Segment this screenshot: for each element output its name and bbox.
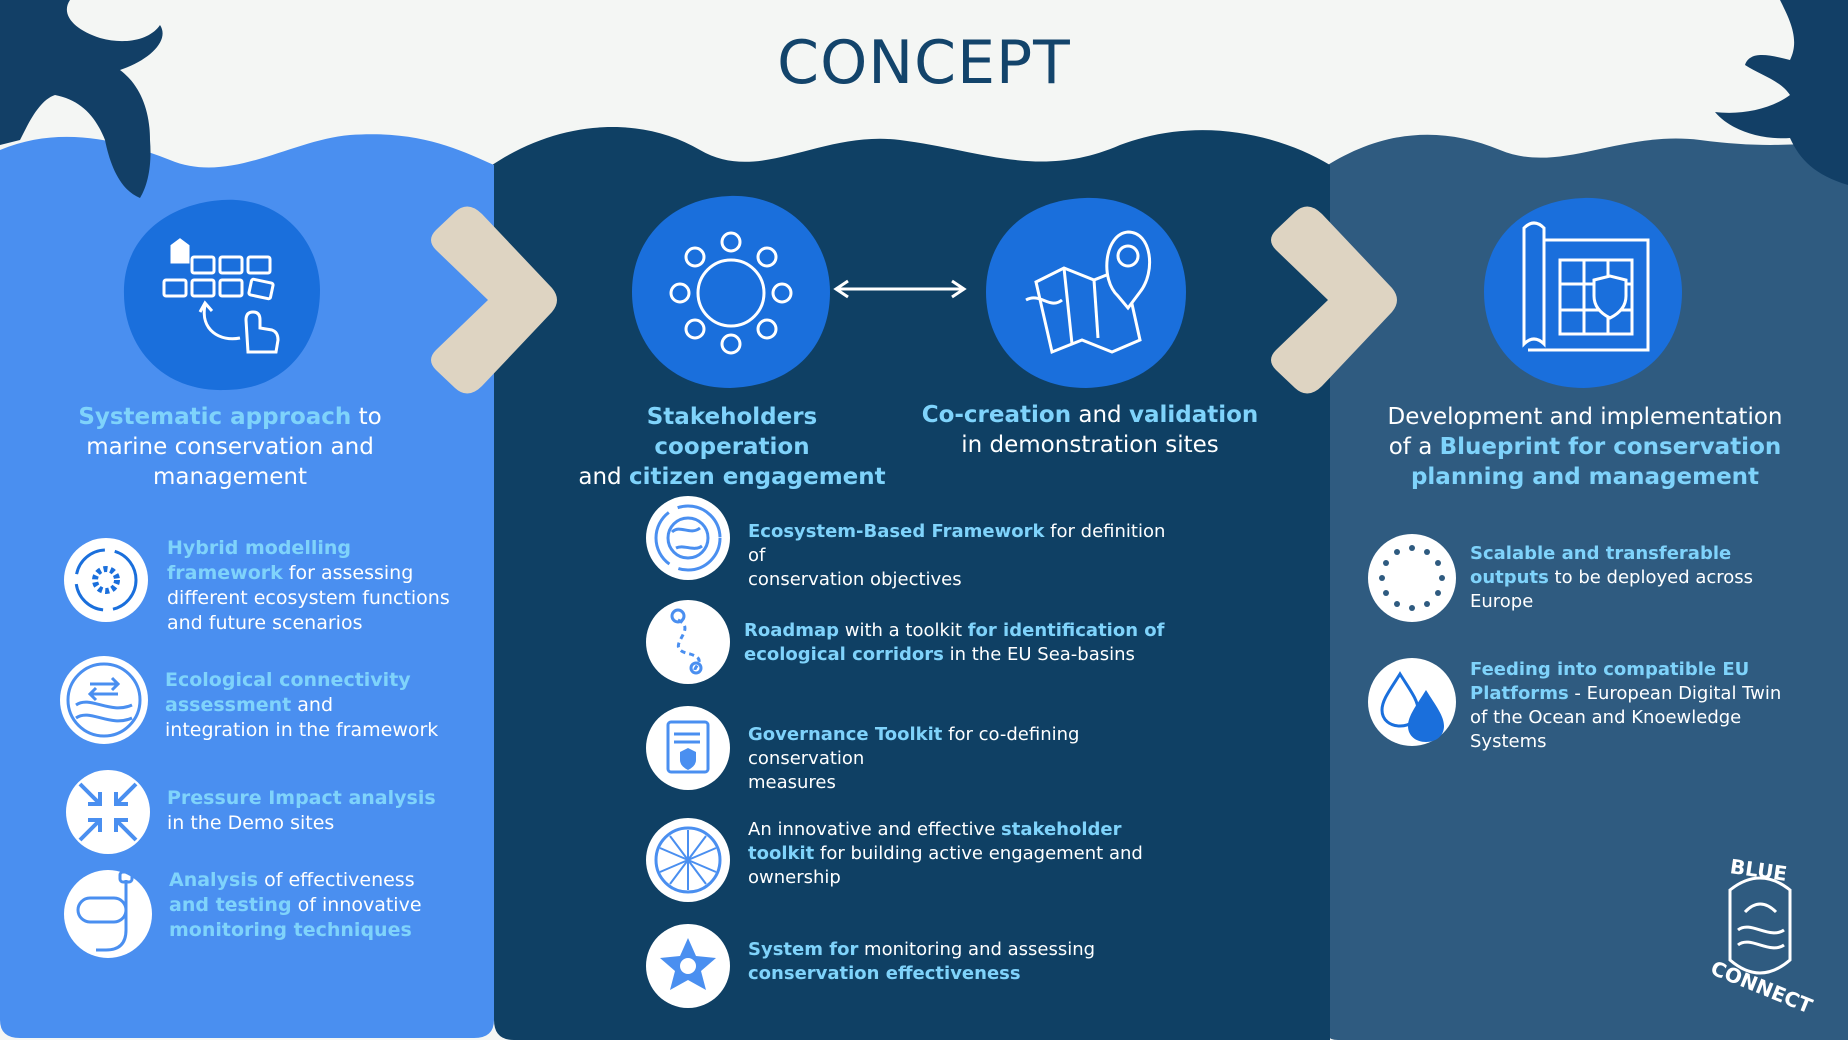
heading-highlight: planning and management: [1410, 464, 1760, 490]
eu-stars-icon: [1368, 534, 1456, 622]
item-text: of effectiveness: [258, 869, 415, 891]
heading-text: and: [578, 464, 629, 490]
heading-highlight: Co-creation: [921, 402, 1072, 428]
heading-highlight: validation: [1128, 402, 1259, 428]
item-text: An innovative and effective: [748, 819, 1002, 840]
item-highlight: stakeholder: [1001, 819, 1122, 840]
item-text: in the EU Sea-basins: [943, 644, 1135, 665]
item-text: in the Demo sites: [167, 812, 335, 834]
item-text: measures: [748, 772, 836, 793]
right-item-scalable-outputs: Scalable and transferable outputs to be …: [1470, 542, 1800, 614]
item-highlight: outputs: [1470, 567, 1549, 588]
left-item-analysis-effectiveness: Analysis of effectiveness and testing of…: [169, 868, 469, 943]
right-panel: [1320, 134, 1848, 1040]
item-highlight: Ecosystem-Based Framework: [748, 521, 1045, 542]
middle-item-roadmap: Roadmap with a toolkit for identificatio…: [744, 619, 1184, 667]
heading-highlight: Systematic approach: [78, 404, 352, 430]
chevron-arrow-1-icon: [431, 206, 557, 394]
item-highlight: Roadmap: [744, 620, 840, 641]
item-text: for co-defining conservation: [748, 724, 1080, 769]
blue-connect-logo: [1728, 876, 1792, 975]
item-text: Europe: [1470, 591, 1534, 612]
item-text: and future scenarios: [167, 612, 363, 634]
item-highlight: Scalable and transferable: [1470, 543, 1732, 564]
network-sphere-icon: [646, 818, 730, 902]
middle-item-governance-toolkit: Governance Toolkit for co-defining conse…: [748, 723, 1188, 795]
coral-right-icon: [1715, 0, 1848, 185]
page-title: CONCEPT: [777, 28, 1071, 98]
item-highlight: for identification of: [967, 620, 1165, 641]
connectivity-exchange-icon: [60, 656, 148, 744]
heading-text: of a: [1388, 434, 1440, 460]
heading-highlight: Stakeholders cooperation: [646, 404, 818, 460]
double-arrow-icon: [833, 279, 967, 299]
heading-text: to: [351, 404, 382, 430]
item-highlight: Feeding into compatible EU: [1470, 659, 1750, 680]
item-text: Systems: [1470, 731, 1547, 752]
stakeholders-cooperation-icon: [632, 195, 830, 388]
item-highlight: Hybrid modelling: [167, 537, 351, 559]
star-fish-icon: [646, 924, 730, 1008]
route-pin-icon: [646, 600, 730, 684]
heading-text: and: [1071, 402, 1129, 428]
item-text: for assessing: [282, 562, 414, 584]
item-highlight: Platforms: [1470, 683, 1569, 704]
item-text: ownership: [748, 867, 841, 888]
pressure-impact-icon: [66, 770, 150, 854]
middle-heading-co-creation: Co-creation and validation in demonstrat…: [920, 400, 1260, 460]
snorkel-mask-icon: [64, 870, 152, 958]
item-text: integration in the framework: [165, 719, 439, 741]
item-text: with a toolkit: [839, 620, 968, 641]
hybrid-model-gear-icon: [64, 538, 148, 622]
item-highlight: Pressure Impact analysis: [167, 787, 436, 809]
left-column-heading: Systematic approach to marine conservati…: [60, 402, 400, 492]
left-item-ecological-connectivity: Ecological connectivity assessment and i…: [165, 668, 465, 743]
item-highlight: System for: [748, 939, 859, 960]
co-creation-map-icon: [986, 197, 1186, 388]
item-text: different ecosystem functions: [167, 587, 450, 609]
middle-heading-stakeholders: Stakeholders cooperation and citizen eng…: [572, 402, 892, 492]
item-highlight: Governance Toolkit: [748, 724, 943, 745]
heading-text: marine conservation and: [86, 434, 374, 460]
right-column-heading: Development and implementation of a Blue…: [1380, 402, 1790, 492]
item-text: of innovative: [291, 894, 422, 916]
item-text: and: [291, 694, 334, 716]
left-item-pressure-impact: Pressure Impact analysis in the Demo sit…: [167, 786, 467, 836]
heading-text: management: [152, 464, 308, 490]
item-highlight: ecological corridors: [744, 644, 944, 665]
item-text: for definition of: [748, 521, 1166, 566]
systematic-approach-icon: [123, 199, 321, 391]
item-text: - European Digital Twin: [1568, 683, 1782, 704]
left-item-hybrid-modelling: Hybrid modelling framework for assessing…: [167, 536, 467, 636]
heading-highlight: Blueprint for conservation: [1439, 434, 1782, 460]
globe-icon: [646, 496, 730, 580]
item-highlight: Ecological connectivity: [165, 669, 411, 691]
item-text: conservation objectives: [748, 569, 962, 590]
item-highlight: toolkit: [748, 843, 815, 864]
item-highlight: and testing: [169, 894, 292, 916]
middle-item-monitoring-system: System for monitoring and assessing cons…: [748, 938, 1168, 986]
chevron-arrow-2-icon: [1271, 206, 1397, 394]
item-highlight: conservation effectiveness: [748, 963, 1021, 984]
item-text: of the Ocean and Knoewledge: [1470, 707, 1742, 728]
item-highlight: assessment: [165, 694, 292, 716]
item-highlight: monitoring techniques: [169, 919, 412, 941]
heading-text: in demonstration sites: [961, 432, 1219, 458]
heading-highlight: citizen engagement: [628, 464, 886, 490]
coral-left-icon: [0, 0, 163, 198]
item-text: monitoring and assessing: [858, 939, 1096, 960]
middle-item-stakeholder-toolkit: An innovative and effective stakeholder …: [748, 818, 1168, 890]
item-text: for building active engagement and: [814, 843, 1143, 864]
middle-item-ecosystem-framework: Ecosystem-Based Framework for definition…: [748, 520, 1168, 592]
right-item-eu-platforms: Feeding into compatible EU Platforms - E…: [1470, 658, 1810, 754]
item-highlight: Analysis: [169, 869, 259, 891]
item-highlight: framework: [167, 562, 283, 584]
item-text: to be deployed across: [1548, 567, 1754, 588]
document-shield-icon: [646, 706, 730, 790]
water-drops-icon: [1368, 658, 1456, 746]
blueprint-plan-icon: [1484, 197, 1682, 388]
heading-text: Development and implementation: [1387, 404, 1783, 430]
